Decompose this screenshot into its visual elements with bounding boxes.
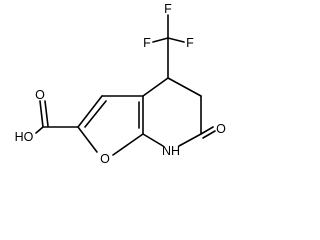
- bond-c3-c2-b: [84, 100, 107, 128]
- nh-label: NH: [162, 144, 180, 158]
- bond-acid-c-oh: [35, 126, 44, 134]
- bond-cf3-f-right: [167, 37, 185, 43]
- bond-c3a-c4: [142, 77, 169, 97]
- bond-c6-o-double-a: [200, 126, 214, 135]
- hydroxyl-label: HO: [15, 130, 34, 144]
- bond-c6-n7: [178, 133, 202, 147]
- bond-o1-c7a: [112, 133, 144, 156]
- bond-c2-o1: [77, 126, 98, 153]
- bond-c4-c5: [167, 77, 202, 97]
- bonds: [35, 14, 216, 156]
- fluorine-label-left: F: [143, 36, 151, 50]
- bond-c6-o-double-b: [202, 130, 216, 139]
- structure-diagram: F F F O NH O HO O: [15, 2, 227, 166]
- furan-oxygen-label: O: [100, 152, 110, 166]
- atom-labels: F F F O NH O HO O: [15, 2, 227, 166]
- fluorine-label-top: F: [164, 2, 172, 16]
- fluorine-label-right: F: [186, 36, 194, 50]
- carbonyl-oxygen-label: O: [216, 122, 226, 136]
- bond-cf3-f-left: [152, 37, 169, 43]
- bond-acid-co-double-b: [44, 100, 49, 127]
- bond-acid-co-double-a: [39, 100, 44, 128]
- bond-c3-c2-a: [77, 95, 103, 128]
- bond-n7-c7a: [142, 133, 164, 147]
- acid-carbonyl-oxygen-label: O: [35, 88, 45, 102]
